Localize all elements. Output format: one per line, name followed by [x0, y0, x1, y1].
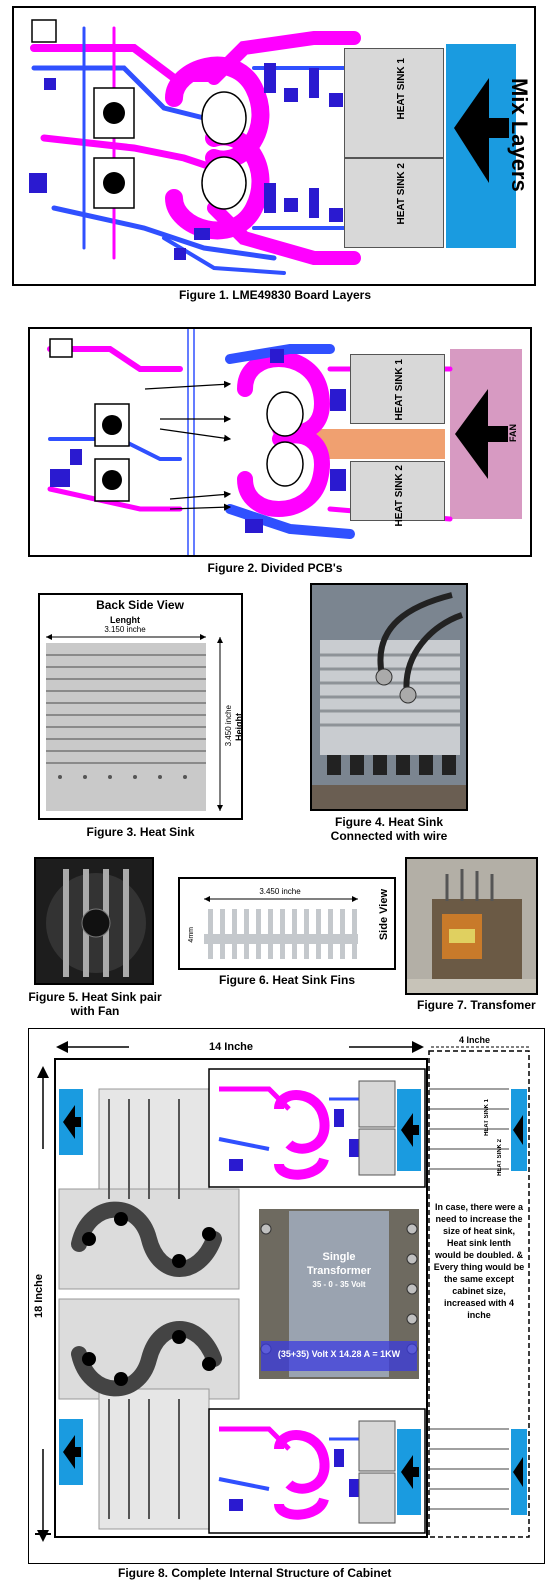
- figure-4-caption-line1: Figure 4. Heat Sink: [334, 815, 444, 829]
- extra-width-label: 4 Inche: [459, 1035, 491, 1045]
- figure-1-caption: Figure 1. LME49830 Board Layers: [178, 288, 372, 302]
- ext-heat-sink-1-label: HEAT SINK 1: [484, 1099, 490, 1136]
- transformer-title-line1: Single: [322, 1251, 356, 1263]
- heat-sink-fins-drawing: [204, 896, 358, 959]
- transformer-title-line2: Transformer: [306, 1265, 372, 1277]
- fan-photo: [36, 859, 152, 983]
- length-label: Lenght: [110, 615, 140, 625]
- power-formula: (35+35) Volt X 14.28 A = 1KW: [277, 1349, 401, 1359]
- transformer-voltage: 35 - 0 - 35 Volt: [312, 1280, 366, 1289]
- ext-heat-sink-2-label: HEAT SINK 2: [497, 1139, 503, 1176]
- figure-7-frame: [405, 857, 538, 995]
- heat-sink-photo: [312, 585, 466, 809]
- heat-sink-2-block: [350, 461, 445, 521]
- figure-6-frame: 3.450 inche 4mm Side View: [178, 877, 396, 970]
- figure-6-caption: Figure 6. Heat Sink Fins: [218, 973, 356, 987]
- copper-fill: [315, 429, 445, 459]
- fins-width-value: 3.450 inche: [259, 887, 301, 896]
- figure-1-pcb-drawing: [29, 19, 361, 275]
- figure-2-pcb-drawing: [47, 329, 453, 555]
- figure-2-caption: Figure 2. Divided PCB's: [207, 561, 343, 575]
- transformer-photo: [407, 859, 536, 993]
- height-label: Height: [234, 713, 243, 741]
- figure-3-frame: Back Side View Lenght 3.150 inche 3.450 …: [38, 593, 243, 820]
- mix-layers-title: Mix Layers: [507, 78, 532, 192]
- figure-7-caption: Figure 7. Transfomer: [417, 998, 536, 1012]
- figure-8-frame: 14 Inche 4 Inche 18 Inche: [28, 1028, 545, 1564]
- figure-4-caption-line2: Connected with wire: [330, 829, 448, 843]
- heat-sink-1-block: [344, 48, 444, 158]
- side-view-label: Side View: [378, 889, 390, 941]
- figure-5-caption-line2: with Fan: [70, 1004, 120, 1018]
- figure-5-frame: [34, 857, 154, 985]
- height-value: 3.450 inche: [224, 705, 233, 747]
- figure-8-caption: Figure 8. Complete Internal Structure of…: [118, 1566, 392, 1580]
- fan-label: FAN: [476, 148, 486, 166]
- figure-1-frame: HEAT SINK 1 HEAT SINK 2 FAN Mix Layers: [12, 6, 536, 286]
- fan-label: FAN: [508, 424, 518, 442]
- expansion-note: In case, there were a need to increase t…: [433, 1202, 525, 1320]
- back-side-view-title: Back Side View: [96, 598, 184, 612]
- length-value: 3.150 inche: [104, 625, 146, 634]
- heat-sink-2-block: [344, 158, 444, 248]
- figure-3-caption: Figure 3. Heat Sink: [86, 825, 195, 839]
- cabinet-structure-drawing: [35, 1041, 530, 1542]
- figure-2-frame: HEAT SINK 1 HEAT SINK 2 FAN: [28, 327, 532, 557]
- fan-arrow-icon: [454, 78, 509, 183]
- heat-sink-back-drawing: [46, 634, 223, 811]
- fan-arrow-icon: [455, 389, 508, 479]
- width-dimension-label: 14 Inche: [209, 1041, 254, 1053]
- figure-5-caption-line1: Figure 5. Heat Sink pair: [28, 990, 162, 1004]
- figure-4-frame: [310, 583, 468, 811]
- fins-thickness: 4mm: [188, 927, 195, 943]
- heat-sink-1-block: [350, 354, 445, 424]
